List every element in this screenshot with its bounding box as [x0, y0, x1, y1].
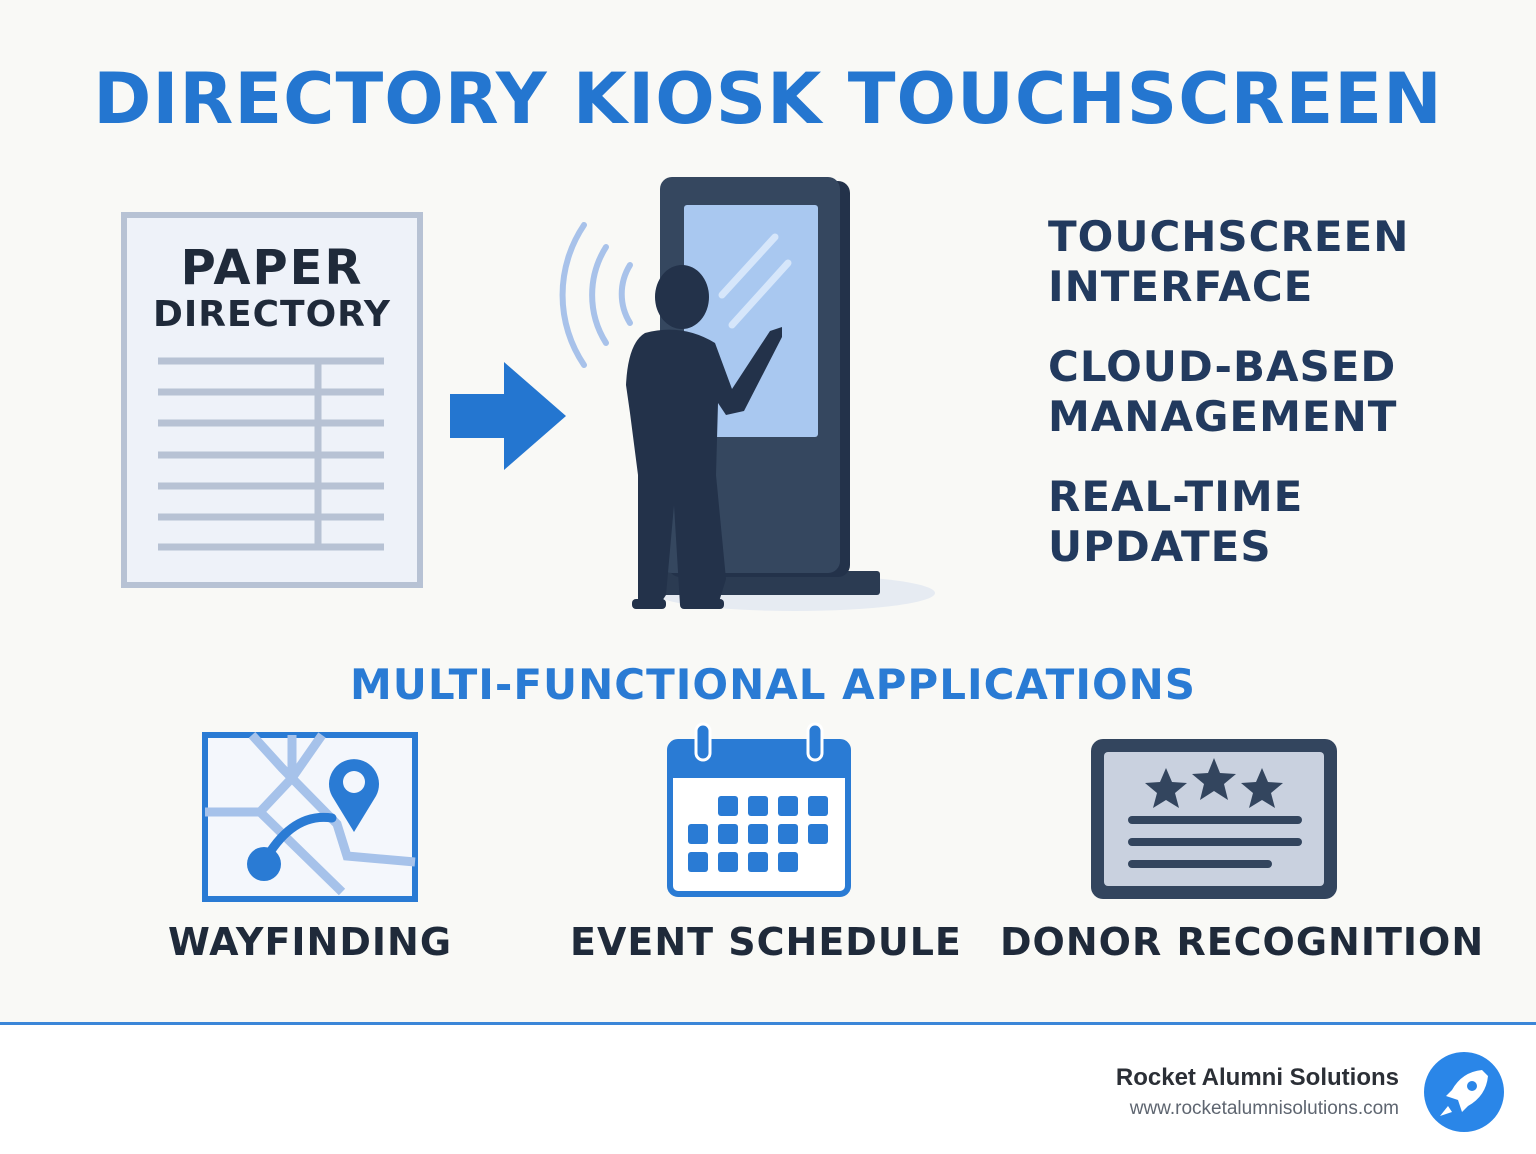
- arrow-right-icon: [450, 362, 566, 470]
- person-silhouette: [626, 265, 782, 609]
- footer: [0, 1025, 1536, 1154]
- feature-line: CLOUD-BASED: [1048, 342, 1397, 391]
- calendar-icon: [667, 722, 851, 897]
- feature-touchscreen: TOUCHSCREEN INTERFACE: [1048, 212, 1518, 312]
- feature-line: INTERFACE: [1048, 262, 1314, 311]
- map-pin-icon: [202, 732, 418, 902]
- applications-title: MULTI-FUNCTIONAL APPLICATIONS: [349, 660, 1197, 709]
- feature-line: TOUCHSCREEN: [1048, 212, 1410, 261]
- feature-line: UPDATES: [1048, 522, 1272, 571]
- footer-divider: [0, 1022, 1536, 1025]
- paper-title: PAPER: [180, 240, 364, 296]
- brand-name: Rocket Alumni Solutions: [1115, 1064, 1399, 1091]
- paper-document-icon: [121, 212, 423, 588]
- touch-signal-icon: [559, 222, 633, 368]
- rocket-icon: [1424, 1052, 1504, 1132]
- kiosk-illustration: [559, 177, 935, 611]
- feature-cloud: CLOUD-BASED MANAGEMENT: [1048, 342, 1518, 442]
- app-label-donor-recognition: DONOR RECOGNITION: [1000, 920, 1485, 964]
- app-label-wayfinding: WAYFINDING: [167, 920, 453, 964]
- page-title: DIRECTORY KIOSK TOUCHSCREEN: [93, 58, 1443, 140]
- feature-realtime: REAL-TIME UPDATES: [1048, 472, 1518, 572]
- award-plaque-icon: [1091, 739, 1337, 899]
- feature-line: MANAGEMENT: [1048, 392, 1398, 441]
- brand-url[interactable]: www.rocketalumnisolutions.com: [1129, 1098, 1399, 1119]
- paper-subtitle: DIRECTORY: [153, 294, 391, 335]
- app-label-event-schedule: EVENT SCHEDULE: [570, 920, 962, 964]
- feature-line: REAL-TIME: [1048, 472, 1304, 521]
